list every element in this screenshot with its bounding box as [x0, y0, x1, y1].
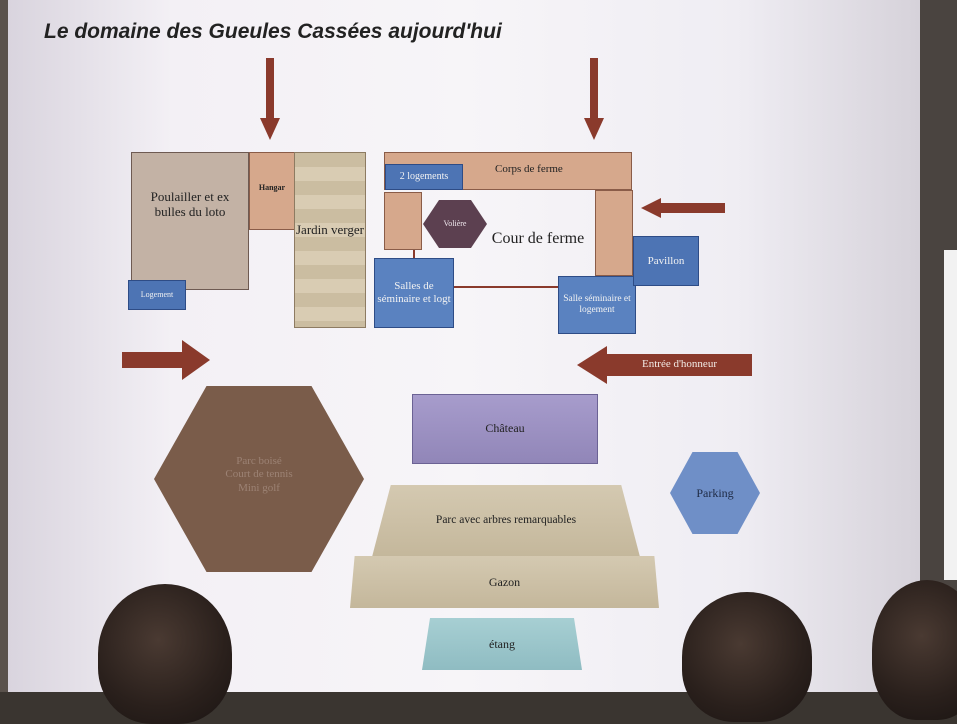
salles-seminaire-block: Salles de séminaire et logt	[374, 258, 454, 328]
logement-label: Logement	[140, 290, 174, 300]
pavillon-label: Pavillon	[647, 254, 685, 267]
hangar-label: Hangar	[258, 183, 286, 192]
cour-ferme-label: Cour de ferme	[491, 230, 585, 248]
jardin-block: Jardin verger	[294, 152, 366, 328]
audience-head-left	[98, 584, 232, 724]
arrow-down-left	[260, 58, 280, 140]
deux-logements-label: 2 logements	[399, 171, 449, 183]
pavillon-block: Pavillon	[633, 236, 699, 286]
poulailler-block: Poulailler et ex bulles du loto	[131, 152, 249, 290]
gazon-label: Gazon	[488, 574, 521, 589]
chateau-label: Château	[485, 421, 525, 436]
parking-label: Parking	[696, 485, 734, 500]
poulailler-label: Poulailler et ex bulles du loto	[150, 189, 230, 219]
salle-seminaire-logement-label: Salle séminaire et logement	[563, 294, 631, 315]
entree-honneur-label: Entrée d'honneur	[642, 358, 717, 371]
parc-boise-hexagon: Parc boisé Court de tennis Mini golf	[154, 386, 364, 572]
audience-head-center	[682, 592, 812, 722]
logement-block: Logement	[128, 280, 186, 310]
voliere-hexagon: Volière	[423, 200, 487, 248]
chateau-block: Château	[412, 394, 598, 464]
salle-seminaire-logement-block: Salle séminaire et logement	[558, 276, 636, 334]
arrow-entree-honneur	[577, 346, 752, 384]
door-light-strip	[944, 250, 957, 580]
slide-title: Le domaine des Gueules Cassées aujourd'h…	[44, 20, 502, 43]
gazon-trapezoid: Gazon	[350, 556, 659, 608]
arrow-down-right	[584, 58, 604, 140]
parc-arbres-trapezoid: Parc avec arbres remarquables	[372, 485, 640, 557]
etang-trapezoid: étang	[422, 618, 582, 670]
arrow-right-west	[122, 340, 210, 380]
arrow-left-pavillon	[641, 198, 725, 218]
voliere-label: Volière	[443, 219, 467, 229]
hangar-block: Hangar	[249, 152, 295, 230]
projection-screen: Le domaine des Gueules Cassées aujourd'h…	[8, 0, 920, 692]
corps-ferme-label: Corps de ferme	[495, 162, 563, 175]
parking-hexagon: Parking	[670, 452, 760, 534]
parc-arbres-label: Parc avec arbres remarquables	[435, 514, 577, 527]
west-wing-block	[384, 192, 422, 250]
east-wing-block	[595, 190, 633, 276]
connector-vertical	[413, 250, 415, 260]
parc-boise-label: Parc boisé Court de tennis Mini golf	[225, 455, 293, 494]
jardin-label: Jardin verger	[296, 221, 364, 237]
deux-logements-block: 2 logements	[385, 164, 463, 190]
room-wall-right	[918, 0, 957, 692]
salles-seminaire-label: Salles de séminaire et logt	[377, 280, 451, 305]
connector-horizontal	[454, 286, 558, 288]
etang-label: étang	[489, 636, 515, 651]
